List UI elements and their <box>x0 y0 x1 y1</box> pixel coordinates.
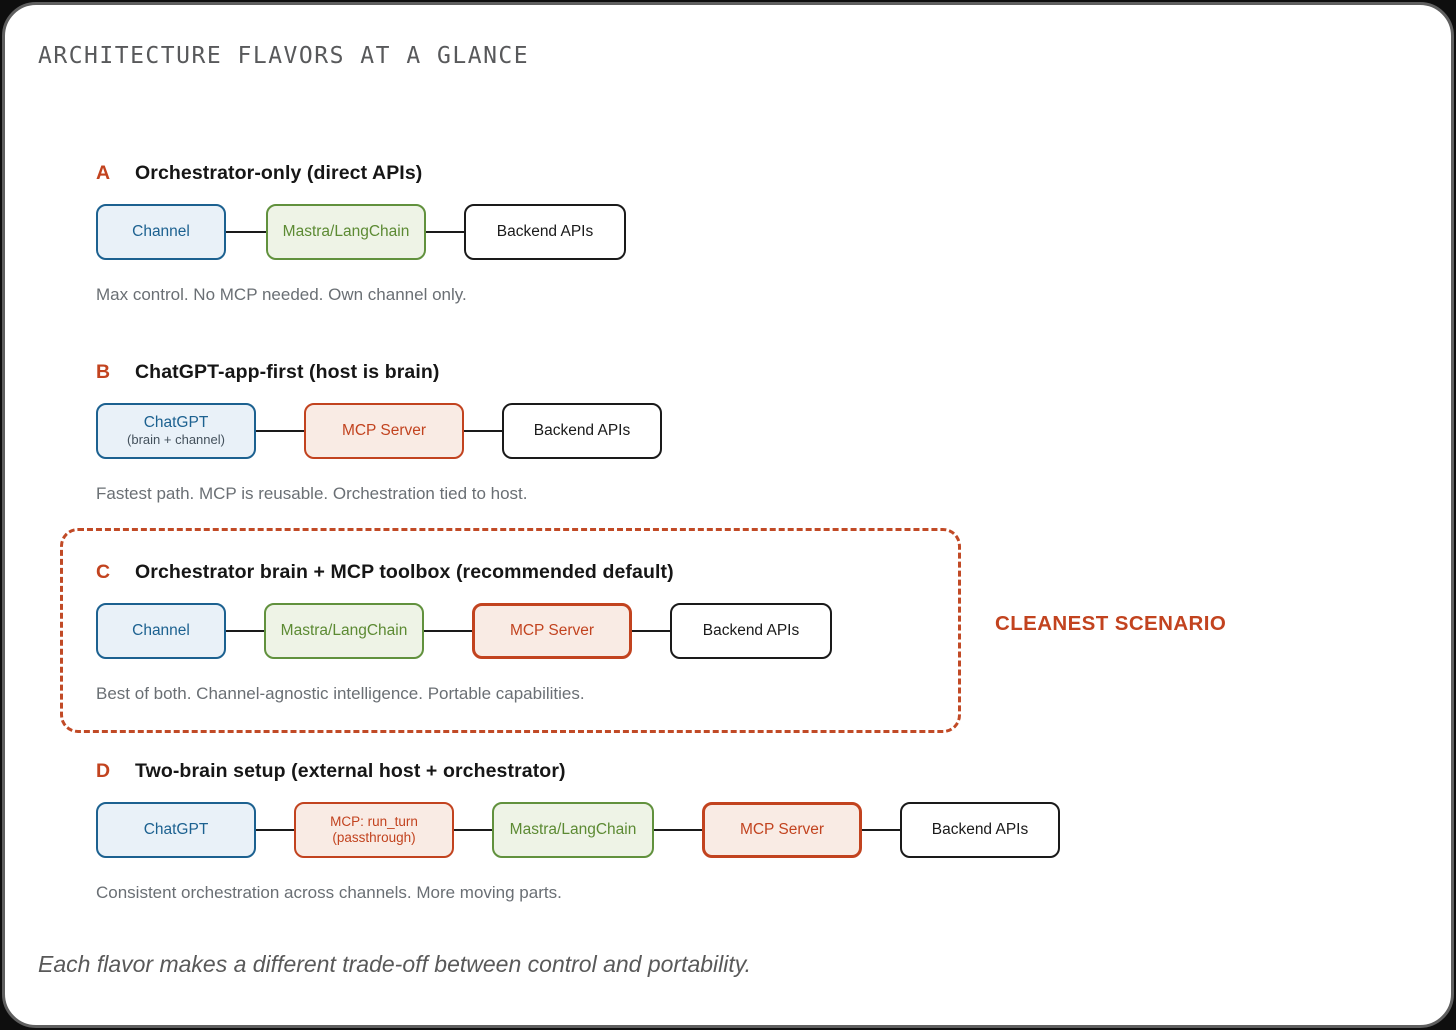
node-mastra-langchain: Mastra/LangChain <box>266 204 426 260</box>
section-letter: B <box>96 361 111 383</box>
flow-c: Channel Mastra/LangChain MCP Server Back… <box>96 603 832 659</box>
connector-line <box>226 630 264 632</box>
node-chatgpt: ChatGPT <box>96 802 256 858</box>
connector-line <box>654 829 702 831</box>
node-mastra-langchain: Mastra/LangChain <box>492 802 654 858</box>
node-chatgpt: ChatGPT (brain + channel) <box>96 403 256 459</box>
connector-line <box>424 630 472 632</box>
section-a: A Orchestrator-only (direct APIs) Channe… <box>96 162 626 305</box>
node-channel: Channel <box>96 204 226 260</box>
node-mcp-server: MCP Server <box>702 802 862 858</box>
node-mastra-langchain: Mastra/LangChain <box>264 603 424 659</box>
section-d-header: D Two-brain setup (external host + orche… <box>96 760 1060 783</box>
section-title: Two-brain setup (external host + orchest… <box>135 760 566 782</box>
footer-note: Each flavor makes a different trade-off … <box>38 951 751 977</box>
section-b: B ChatGPT-app-first (host is brain) Chat… <box>96 361 662 504</box>
section-b-header: B ChatGPT-app-first (host is brain) <box>96 361 662 384</box>
connector-line <box>862 829 900 831</box>
page-title: ARCHITECTURE FLAVORS AT A GLANCE <box>38 43 530 69</box>
section-title: ChatGPT-app-first (host is brain) <box>135 361 440 383</box>
node-backend-apis: Backend APIs <box>464 204 626 260</box>
section-letter: C <box>96 561 111 583</box>
connector-line <box>226 231 266 233</box>
node-backend-apis: Backend APIs <box>670 603 832 659</box>
node-sublabel: (passthrough) <box>332 830 416 845</box>
node-mcp-server: MCP Server <box>304 403 464 459</box>
section-d-caption: Consistent orchestration across channels… <box>96 883 562 902</box>
recommended-highlight-frame: C Orchestrator brain + MCP toolbox (reco… <box>60 528 961 733</box>
flow-a: Channel Mastra/LangChain Backend APIs <box>96 204 626 260</box>
section-a-header: A Orchestrator-only (direct APIs) <box>96 162 626 185</box>
section-c: C Orchestrator brain + MCP toolbox (reco… <box>96 561 832 704</box>
node-backend-apis: Backend APIs <box>502 403 662 459</box>
node-mcp-run-turn: MCP: run_turn (passthrough) <box>294 802 454 858</box>
node-sublabel: (brain + channel) <box>127 432 225 447</box>
section-c-caption: Best of both. Channel-agnostic intellige… <box>96 684 585 703</box>
connector-line <box>256 829 294 831</box>
connector-line <box>454 829 492 831</box>
section-title: Orchestrator brain + MCP toolbox (recomm… <box>135 561 674 583</box>
section-d: D Two-brain setup (external host + orche… <box>96 760 1060 903</box>
cleanest-scenario-label: CLEANEST SCENARIO <box>995 612 1227 635</box>
connector-line <box>632 630 670 632</box>
section-letter: D <box>96 760 111 782</box>
section-c-header: C Orchestrator brain + MCP toolbox (reco… <box>96 561 832 584</box>
section-b-caption: Fastest path. MCP is reusable. Orchestra… <box>96 484 528 503</box>
flow-d: ChatGPT MCP: run_turn (passthrough) Mast… <box>96 802 1060 858</box>
section-title: Orchestrator-only (direct APIs) <box>135 162 423 184</box>
connector-line <box>464 430 502 432</box>
connector-line <box>256 430 304 432</box>
flow-b: ChatGPT (brain + channel) MCP Server Bac… <box>96 403 662 459</box>
node-mcp-server: MCP Server <box>472 603 632 659</box>
connector-line <box>426 231 464 233</box>
section-a-caption: Max control. No MCP needed. Own channel … <box>96 285 467 304</box>
node-backend-apis: Backend APIs <box>900 802 1060 858</box>
section-letter: A <box>96 162 111 184</box>
node-channel: Channel <box>96 603 226 659</box>
